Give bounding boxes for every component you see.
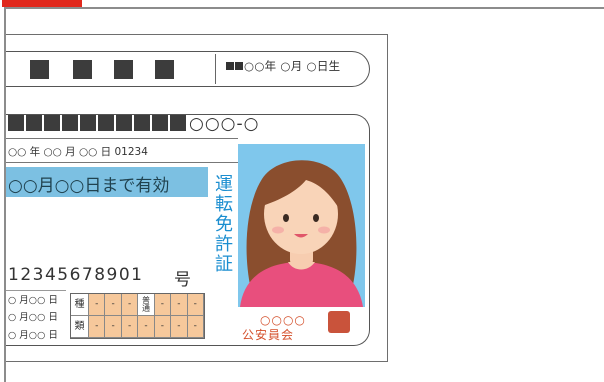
name-redaction-block [73, 60, 92, 79]
type-cell: - [171, 316, 188, 338]
name-redaction-block [155, 60, 174, 79]
license-number-suffix: 号 [174, 270, 191, 290]
name-redaction-block [30, 60, 49, 79]
portrait-illustration [240, 160, 363, 307]
license-title: 運転免許証 [212, 174, 233, 274]
license-type-grid: 種 - - - 普通 - - - 類 - - - - - - - [70, 293, 205, 339]
license-number: 12345678901 [8, 265, 144, 285]
valid-until-text: ○○月○○日まで有効 [8, 176, 170, 196]
name-field [6, 51, 370, 87]
address-row: ○○○-○ [8, 114, 259, 138]
divider [6, 162, 238, 163]
type-cell: - [89, 294, 106, 316]
type-cell-regular: 普通 [138, 294, 155, 316]
validity-bar [6, 167, 208, 197]
name-redaction-block [114, 60, 133, 79]
portrait-photo [238, 144, 365, 307]
seal-stamp-icon [328, 311, 350, 333]
type-cell: - [187, 316, 204, 338]
type-cell: - [89, 316, 106, 338]
category-date: ○ 月○○ 日 [8, 312, 58, 323]
red-tab-marker [2, 0, 82, 7]
issuer-name: ○○○○ [260, 313, 306, 327]
type-cell: - [121, 294, 139, 316]
type-grid-header: 種 [71, 294, 89, 316]
type-cell: - [105, 316, 122, 338]
type-cell: - [154, 316, 172, 338]
left-border [4, 7, 6, 382]
type-cell: - [154, 294, 172, 316]
date-of-birth: ○○年 ○月 ○日生 [226, 58, 340, 74]
divider [6, 290, 66, 291]
license-body [6, 114, 370, 346]
type-cell: - [105, 294, 122, 316]
issuer-commission: 公安員会 [242, 328, 295, 342]
type-cell: - [187, 294, 204, 316]
top-border [4, 7, 604, 9]
type-cell: - [121, 316, 139, 338]
divider [6, 138, 238, 139]
issue-date: ○○ 年 ○○ 月 ○○ 日 01234 [8, 146, 148, 158]
category-date: ○ 月○○ 日 [8, 295, 58, 306]
type-grid-header: 類 [71, 316, 89, 338]
name-divider [215, 54, 216, 84]
category-date: ○ 月○○ 日 [8, 330, 58, 341]
type-cell: - [171, 294, 188, 316]
type-cell: - [138, 316, 155, 338]
address-tail: ○○○-○ [189, 114, 260, 134]
